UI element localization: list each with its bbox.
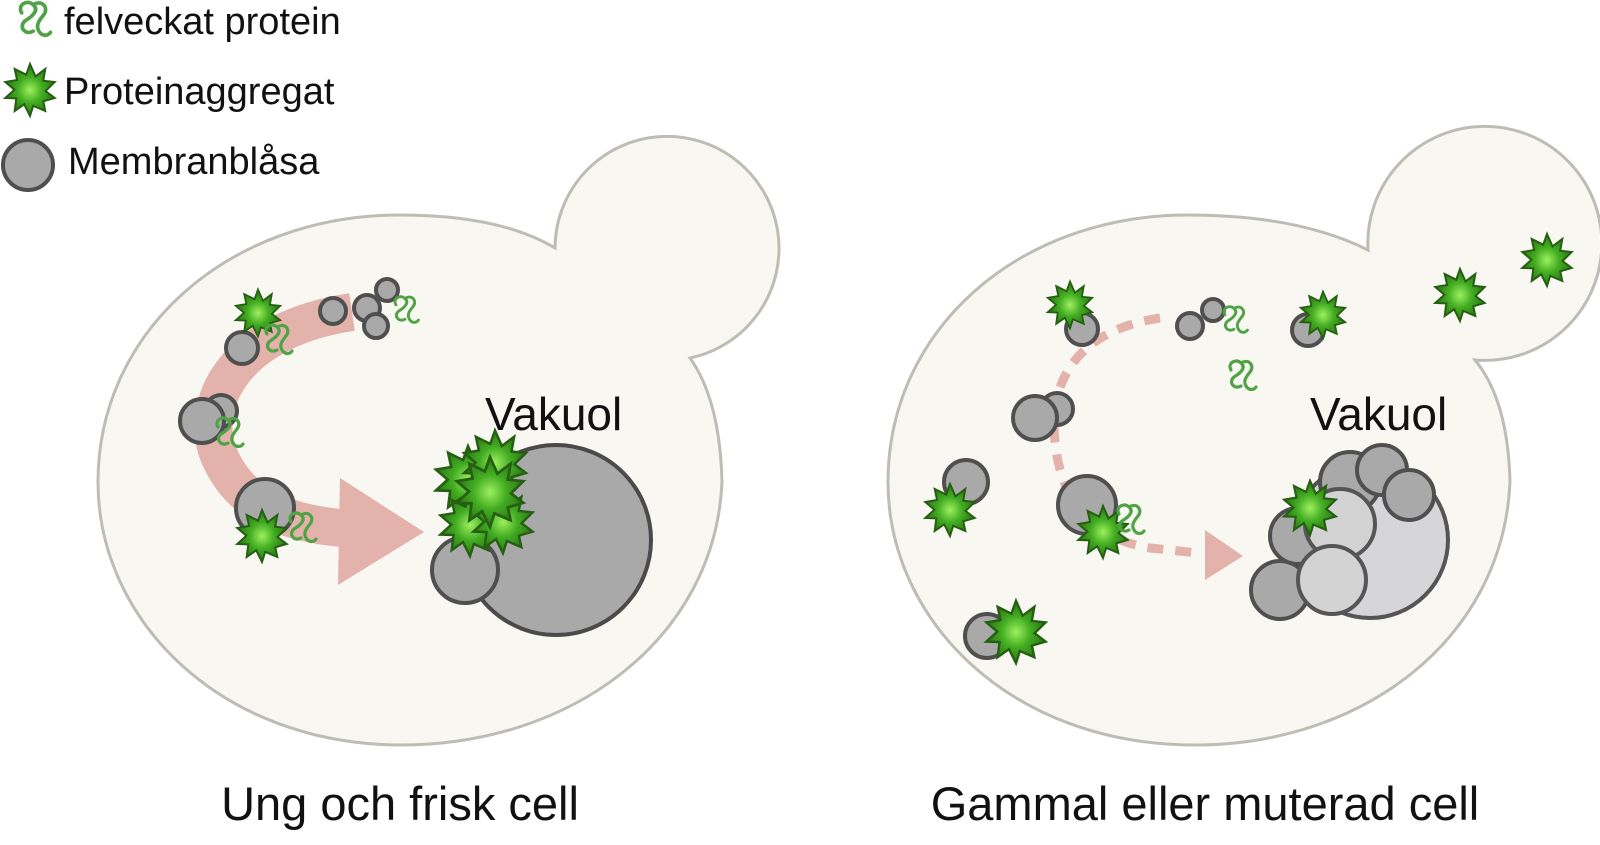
vesicle [374, 277, 400, 303]
vesicle-icon [1, 138, 55, 192]
vacuole-right [1249, 443, 1450, 621]
legend: felveckat protein Proteinaggregat Membra… [1, 0, 341, 192]
vesicle [1011, 394, 1059, 442]
vesicle [1200, 297, 1226, 323]
vesicle [362, 312, 390, 340]
vesicles-left [178, 277, 400, 539]
arrow-head-right [1205, 530, 1243, 580]
vacuole-label-right: Vakuol [1310, 388, 1447, 440]
vacuole-label-left: Vakuol [485, 388, 622, 440]
old-mutant-cell: Vakuol Gammal eller mutera [886, 124, 1600, 830]
misfolded-protein-icon [18, 0, 53, 38]
caption-left: Ung och frisk cell [221, 777, 579, 830]
arrow-head-left [338, 478, 424, 585]
legend-label-vesicle: Membranblåsa [68, 141, 320, 183]
young-healthy-cell: Vakuol Ung och frisk cell [96, 134, 781, 830]
transport-arrow-right-dashed [1049, 313, 1243, 580]
vesicle [1175, 311, 1205, 341]
vesicle [318, 296, 348, 326]
caption-right: Gammal eller muterad cell [931, 777, 1480, 830]
vesicle [178, 397, 226, 445]
protein-aggregate-icon [4, 63, 56, 117]
legend-label-misfolded: felveckat protein [64, 1, 341, 43]
legend-label-aggregate: Proteinaggregat [64, 71, 335, 113]
vesicle [224, 330, 260, 366]
